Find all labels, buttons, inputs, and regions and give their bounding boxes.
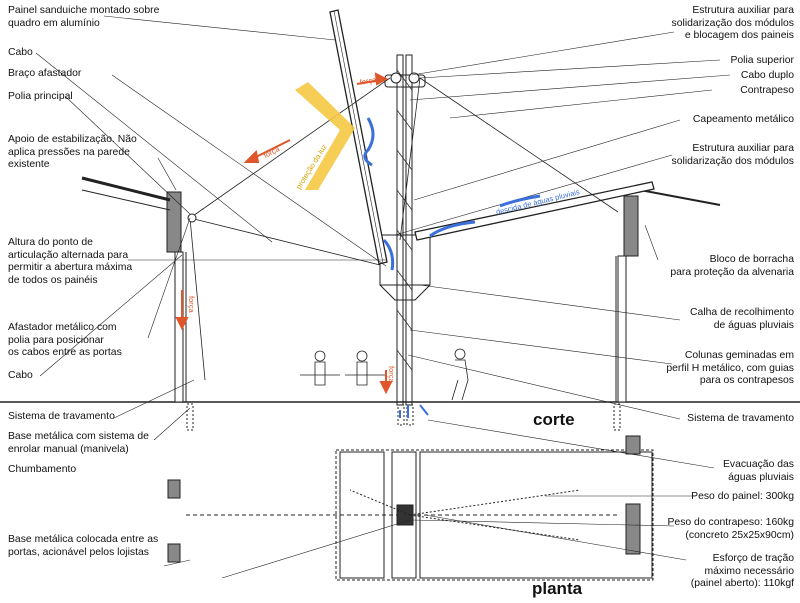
sun-arrow [295,82,355,190]
label-panel-weight: Peso do painel: 300kg [691,491,794,502]
label-cable-bottom: Cabo [8,370,33,381]
label-upper-pulley: Polia superior [730,55,794,66]
label-locking-system-left: Sistema de travamento [8,411,115,422]
force-arrows [175,72,393,395]
force-label-center: força [387,366,396,383]
section-title: corte [533,410,575,429]
label-traction-effort: Esforço de tração máximo necessário (pai… [690,553,794,589]
label-rain-evacuation: Evacuação das águas pluviais [722,459,794,483]
left-panel [329,9,388,265]
upper-pulley [390,72,402,84]
label-twin-columns: Colunas geminadas em perfil H metálico, … [666,350,794,386]
label-counterweight-weight: Peso do contrapeso: 160kg (concreto 25x2… [667,517,794,541]
force-label-left: força [187,296,196,313]
label-main-pulley: Polia principal [8,91,73,102]
main-pulley [187,213,197,223]
central-columns [379,54,431,426]
label-rain-gutter: Calha de recolhimento de águas pluviais [690,307,794,331]
people-figures [300,348,469,401]
label-aux-structure: Estrutura auxiliar para solidarização do… [671,143,794,167]
label-metal-cap: Capeamento metálico [692,114,794,125]
label-metal-spacer: Afastador metálico com polia para posici… [8,322,122,358]
label-cable-top: Cabo [8,47,33,58]
plan-title: planta [532,579,583,598]
plan-view [167,435,654,581]
right-wall [613,189,721,431]
label-metal-base-doors: Base metálica colocada entre as portas, … [8,534,159,558]
leader-lines [35,15,411,579]
label-articulation-height: Altura do ponto de articulação alternada… [8,237,133,286]
label-locking-system-right: Sistema de travamento [687,413,794,424]
label-stabilization-support: Apoio de estabilização. Não aplica press… [8,134,137,170]
label-spacer-arm: Braço afastador [8,68,82,79]
label-counterweight: Contrapeso [740,85,794,96]
cables [189,77,619,381]
left-wall [81,176,194,431]
leader-lines-right [394,31,731,561]
right-panel [414,181,655,241]
label-aux-structure-blocking: Estrutura auxiliar para solidarização do… [671,5,794,41]
label-anchoring: Chumbamento [8,464,77,475]
water-arrows [363,117,541,418]
label-sandwich-panel: Painel sanduiche montado sobre quadro em… [8,5,160,29]
label-double-cable: Cabo duplo [740,70,794,81]
label-metal-base-crank: Base metálica com sistema de enrolar man… [8,431,149,455]
label-rubber-block: Bloco de borracha para proteção da alven… [670,254,794,278]
